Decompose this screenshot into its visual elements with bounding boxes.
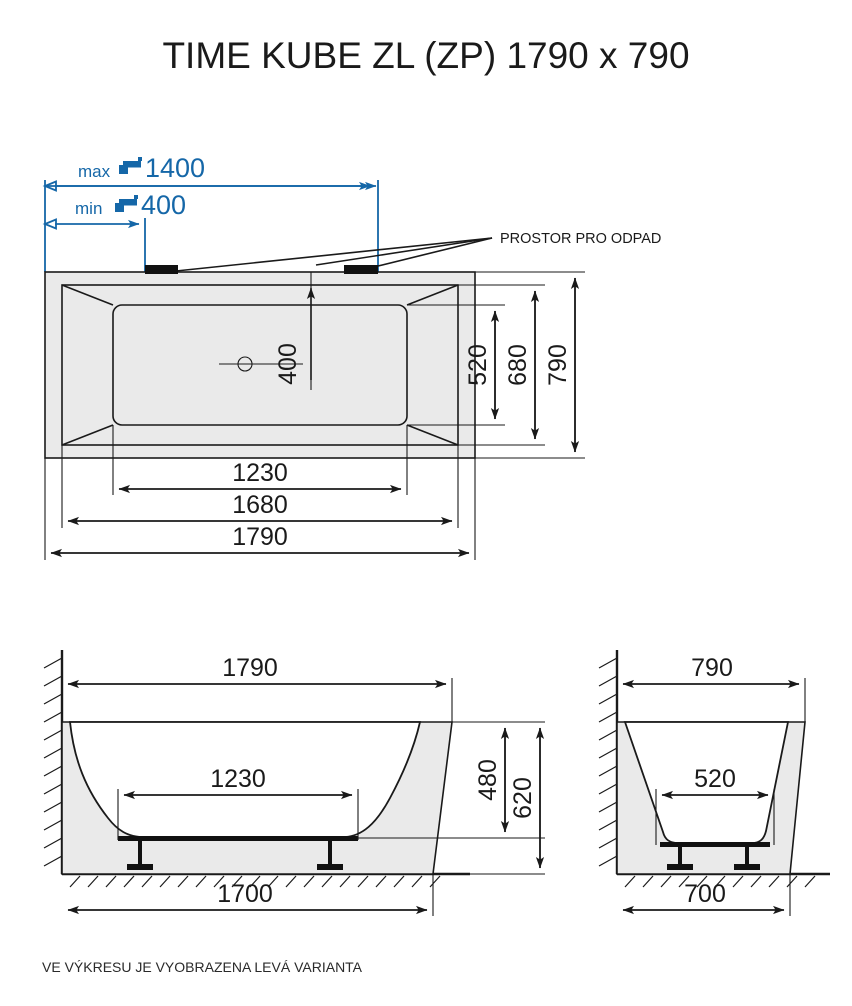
dim-drain-offset: 400 — [274, 287, 316, 385]
side-dim-bottom: 700 — [622, 874, 791, 916]
side-leg-left — [678, 847, 682, 866]
dim-depth-inner: 520 — [464, 344, 492, 386]
front-dim-top: 1790 — [67, 654, 453, 722]
dim-width-inner: 1230 — [232, 459, 288, 487]
front-leg-right — [328, 841, 332, 866]
front-dim-inner: 1230 — [117, 765, 359, 840]
front-dim-top-value: 1790 — [222, 654, 278, 682]
side-dim-inner: 520 — [655, 765, 775, 845]
waste-bar-right — [344, 265, 378, 274]
side-elevation-group: 520 790 700 — [598, 650, 830, 916]
tub-basin — [112, 304, 408, 426]
dim-depth-mid: 680 — [504, 344, 532, 386]
faucet-icon — [119, 157, 142, 174]
front-floor-hatch — [69, 875, 441, 888]
front-dim-height-inner: 480 — [474, 759, 502, 801]
side-leg-right — [745, 847, 749, 866]
side-foot-left — [667, 864, 693, 870]
side-floor-hatch — [624, 875, 816, 888]
waste-space-callout: PROSTOR PRO ODPAD — [175, 231, 661, 272]
page-title: TIME KUBE ZL (ZP) 1790 x 790 — [162, 35, 689, 76]
tap-max-value: 1400 — [145, 153, 205, 183]
side-wall-hatch — [598, 657, 618, 867]
faucet-icon-min — [115, 195, 138, 212]
dim-width-mid: 1680 — [232, 491, 288, 519]
front-support-rail — [118, 836, 358, 841]
plan-horizontal-dims: 1230 1680 1790 — [44, 425, 476, 560]
waste-bar-left — [145, 265, 178, 274]
front-vertical-dims: 480 620 — [358, 721, 545, 875]
dim-width-outer: 1790 — [232, 523, 288, 551]
plan-vertical-dims: 520 680 790 — [407, 271, 585, 459]
side-dim-bottom-value: 700 — [684, 880, 726, 908]
front-elevation-group: 1230 1790 1700 — [43, 650, 545, 916]
front-dim-bottom-value: 1700 — [217, 880, 273, 908]
front-wall-hatch — [43, 657, 63, 867]
tap-max-prefix: max — [78, 162, 111, 181]
side-dim-top: 790 — [622, 654, 806, 722]
plan-view-group: max 1400 min 400 — [42, 153, 661, 560]
front-dim-inner-value: 1230 — [210, 765, 266, 793]
front-dim-bottom: 1700 — [67, 874, 434, 916]
dim-depth-outer: 790 — [544, 344, 572, 386]
dim-drain-offset-value: 400 — [274, 343, 302, 385]
front-dim-height-outer: 620 — [509, 777, 537, 819]
side-foot-right — [734, 864, 760, 870]
front-foot-right — [317, 864, 343, 870]
tap-min-value: 400 — [141, 190, 186, 220]
footer-note: VE VÝKRESU JE VYOBRAZENA LEVÁ VARIANTA — [42, 959, 363, 975]
front-leg-left — [138, 841, 142, 866]
tap-dimension-block: max 1400 min 400 — [42, 153, 379, 272]
side-dim-top-value: 790 — [691, 654, 733, 682]
front-foot-left — [127, 864, 153, 870]
side-support-rail — [660, 842, 770, 847]
tub-outer-rim — [44, 271, 476, 459]
waste-space-label: PROSTOR PRO ODPAD — [500, 231, 661, 247]
side-dim-inner-value: 520 — [694, 765, 736, 793]
tub-inner-rim — [61, 284, 459, 446]
tap-min-prefix: min — [75, 199, 102, 218]
